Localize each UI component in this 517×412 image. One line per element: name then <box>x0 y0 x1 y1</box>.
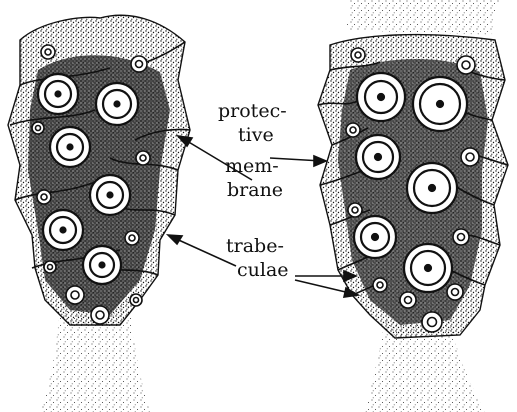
label-protective-line2: tive <box>238 124 274 146</box>
label-trabeculae-line1: trabe- <box>226 235 284 257</box>
right-specimen <box>318 0 508 412</box>
labels: protec- tive mem- brane trabe- culae <box>218 100 289 281</box>
label-membrane-line1: mem- <box>225 155 279 177</box>
label-trabeculae-line2: culae <box>237 259 289 281</box>
left-specimen <box>8 15 190 412</box>
right-top-stem <box>345 0 500 35</box>
label-protective-line1: protec- <box>218 100 287 122</box>
label-membrane-line2: brane <box>227 179 283 201</box>
